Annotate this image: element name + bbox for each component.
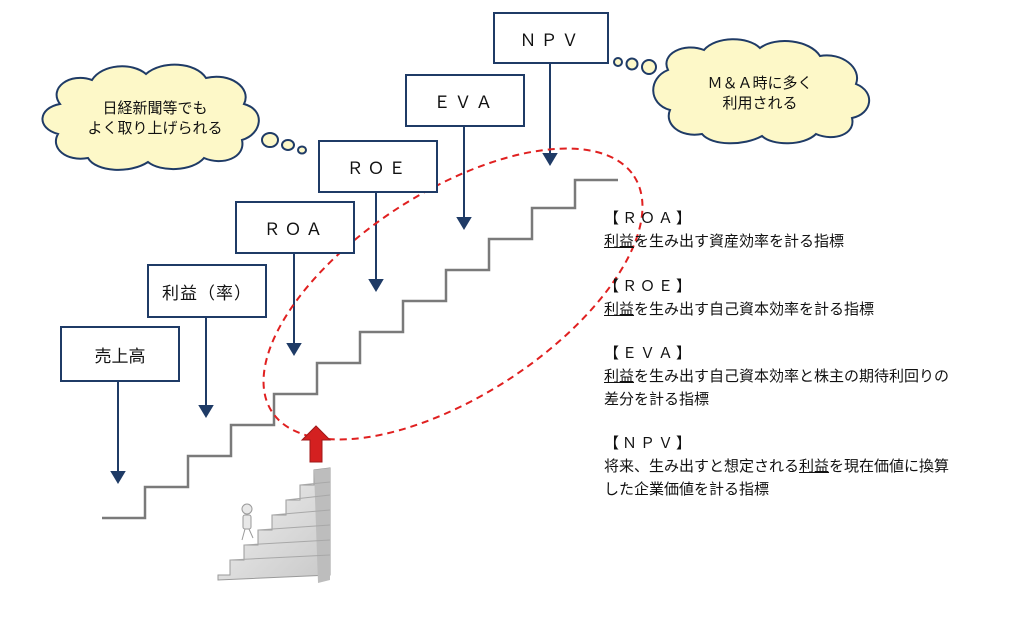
desc-roa-title: 【ＲＯＡ】 xyxy=(604,209,695,227)
desc-roa-keyword: 利益 xyxy=(604,232,635,250)
stairs-illustration xyxy=(217,467,331,583)
desc-eva-line2: 差分を計る指標 xyxy=(604,390,710,408)
desc-npv-title: 【ＮＰＶ】 xyxy=(604,434,695,452)
box-sales: 売上高 xyxy=(60,326,180,382)
desc-npv-line2: した企業価値を計る指標 xyxy=(604,480,770,498)
box-roa: ＲＯＡ xyxy=(235,201,355,254)
cloud-left xyxy=(41,63,307,171)
cloud-left-text: 日経新聞等でも よく取り上げられる xyxy=(60,98,250,138)
box-eva: ＥＶＡ xyxy=(405,74,525,127)
box-profit: 利益（率） xyxy=(147,264,267,318)
desc-roe-keyword: 利益 xyxy=(604,300,635,318)
highlight-ellipse xyxy=(262,147,644,441)
desc-npv-text-rest: を現在価値に換算 xyxy=(829,457,950,475)
desc-npv-body: 将来、生み出すと想定される利益を現在価値に換算 xyxy=(604,455,1014,478)
arrows xyxy=(110,62,558,484)
desc-eva-title: 【ＥＶＡ】 xyxy=(604,344,695,362)
desc-roa: 【ＲＯＡ】 利益を生み出す資産効率を計る指標 xyxy=(604,207,1014,253)
desc-roe-body: 利益を生み出す自己資本効率を計る指標 xyxy=(604,298,1014,321)
cloud-right-text: Ｍ＆Ａ時に多く 利用される xyxy=(670,73,850,113)
desc-eva-keyword: 利益 xyxy=(604,367,635,385)
cloud-left-line2: よく取り上げられる xyxy=(87,119,223,137)
cloud-right-line1: Ｍ＆Ａ時に多く xyxy=(707,74,813,92)
desc-eva: 【ＥＶＡ】 利益を生み出す自己資本効率と株主の期待利回りの 差分を計る指標 xyxy=(604,342,1014,411)
person-figure xyxy=(241,503,254,541)
desc-roe: 【ＲＯＥ】 利益を生み出す自己資本効率を計る指標 xyxy=(604,275,1014,321)
desc-eva-text: を生み出す自己資本効率と株主の期待利回りの xyxy=(634,367,950,385)
desc-npv: 【ＮＰＶ】 将来、生み出すと想定される利益を現在価値に換算 した企業価値を計る指… xyxy=(604,432,1014,501)
desc-npv-text-pre: 将来、生み出すと想定される xyxy=(604,457,800,475)
staircase-line xyxy=(102,178,618,520)
desc-eva-body: 利益を生み出す自己資本効率と株主の期待利回りの xyxy=(604,365,1014,388)
box-roe: ＲＯＥ xyxy=(318,140,438,193)
red-arrow xyxy=(300,425,332,463)
desc-npv-keyword: 利益 xyxy=(799,457,830,475)
desc-roa-text: を生み出す資産効率を計る指標 xyxy=(634,232,845,250)
box-npv: ＮＰＶ xyxy=(493,12,609,64)
desc-roe-text: を生み出す自己資本効率を計る指標 xyxy=(634,300,875,318)
cloud-right xyxy=(613,38,871,145)
cloud-left-line1: 日経新聞等でも xyxy=(102,99,208,117)
desc-roe-title: 【ＲＯＥ】 xyxy=(604,277,695,295)
desc-roa-body: 利益を生み出す資産効率を計る指標 xyxy=(604,230,1014,253)
cloud-right-line2: 利用される xyxy=(722,94,798,112)
